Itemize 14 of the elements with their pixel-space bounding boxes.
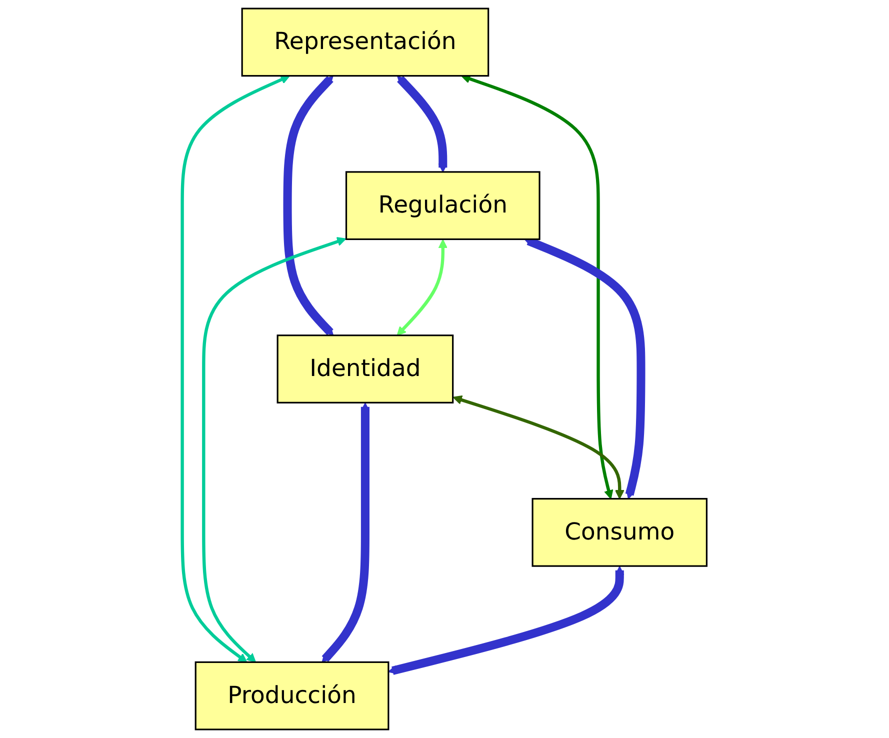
arrow (452, 395, 624, 500)
node-box: Identidad (276, 334, 454, 404)
arrow (322, 402, 370, 663)
node-box: Regulación (345, 171, 540, 240)
node-box: Producción (194, 661, 390, 730)
arrow (283, 76, 334, 336)
arrow (388, 566, 624, 675)
arrow (202, 237, 346, 663)
node-box: Representación (241, 8, 490, 77)
arrow (180, 75, 290, 663)
arrow (461, 74, 614, 500)
node-box: Consumo (532, 498, 708, 567)
arrow (396, 239, 448, 336)
arrow (397, 76, 448, 172)
